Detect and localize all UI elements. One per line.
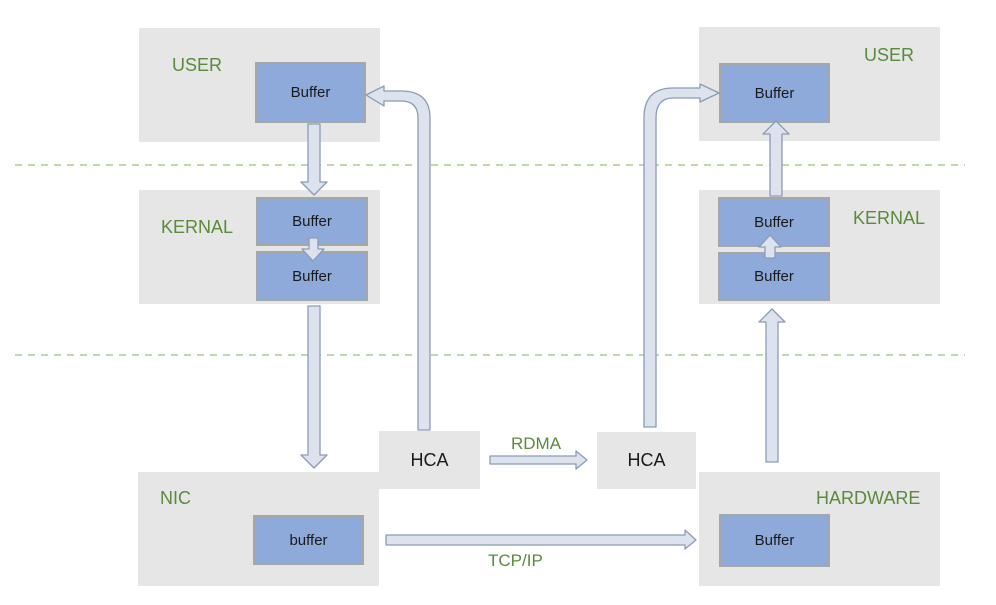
left-kernel-label: KERNAL (161, 217, 234, 237)
left-nic-label: NIC (160, 488, 191, 508)
right-rdma-bypass-arrow (643, 83, 720, 428)
right-kernel-to-user-arrow (762, 120, 790, 197)
right-hardware-buffer: Buffer (719, 514, 830, 567)
left-kernel-buffer-top: Buffer (256, 197, 368, 246)
left-kernel-copy-arrow (301, 237, 325, 262)
right-kernel-copy-arrow (758, 234, 782, 259)
tcpip-label: TCP/IP (488, 551, 543, 570)
left-user-buffer: Buffer (255, 62, 366, 123)
left-kernel-to-nic-arrow (300, 305, 328, 469)
left-nic-buffer: buffer (253, 515, 364, 565)
right-user-buffer: Buffer (719, 63, 830, 123)
right-hca: HCA (597, 432, 696, 489)
right-hardware-label: HARDWARE (816, 488, 921, 508)
left-user-label: USER (172, 55, 223, 75)
tcpip-arrow (385, 529, 697, 550)
left-rdma-bypass-arrow (365, 85, 431, 431)
rdma-arrow (489, 450, 588, 470)
left-user-to-kernel-arrow (300, 123, 328, 196)
right-user-label: USER (864, 45, 915, 65)
right-hardware-to-kernel-arrow (758, 308, 786, 463)
right-kernel-label: KERNAL (853, 208, 926, 228)
rdma-label: RDMA (511, 434, 562, 453)
left-hca: HCA (379, 431, 480, 489)
right-kernel-buffer-bottom: Buffer (718, 252, 830, 301)
